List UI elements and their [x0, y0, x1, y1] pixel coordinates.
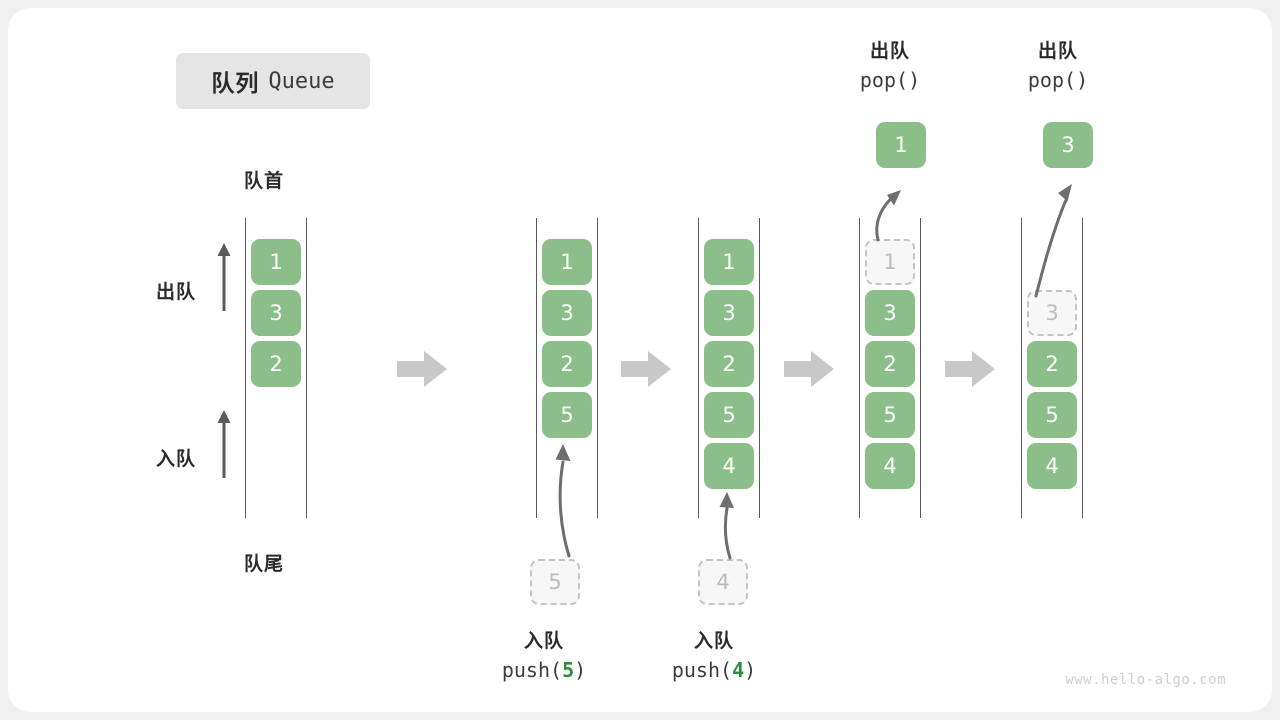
- queue-cell: 1: [251, 239, 301, 285]
- site-watermark: www.hello-algo.com: [1065, 672, 1226, 688]
- queue-rail-right: [597, 218, 598, 518]
- push-4-arg: 4: [732, 657, 745, 682]
- queue-cell: 5: [865, 392, 915, 438]
- queue-cells: 1 3 2 5 4: [704, 239, 754, 494]
- queue-cell-ghost: 3: [1027, 290, 1077, 336]
- pop-arrow-icon-1: [875, 190, 901, 242]
- dequeue-direction-arrow-icon: [217, 243, 231, 311]
- queue-cell: 4: [1027, 443, 1077, 489]
- pop-2-zh: 出队: [1037, 40, 1078, 62]
- queue-cell: 4: [865, 443, 915, 489]
- pending-push-cell-5: 5: [530, 559, 580, 605]
- push-4-fn: push(: [671, 657, 733, 682]
- queue-cell: 5: [704, 392, 754, 438]
- queue-rail-left: [1021, 218, 1022, 518]
- popped-value: 1: [894, 133, 908, 157]
- pending-push-cell-4: 4: [698, 559, 748, 605]
- title-en: Queue: [268, 68, 335, 94]
- push-arrow-icon-4: [719, 492, 734, 560]
- push-5-zh: 入队: [523, 630, 564, 652]
- queue-cell: 3: [704, 290, 754, 336]
- push-5-code: push(5): [454, 656, 634, 685]
- pop-1-fn: pop(: [859, 67, 909, 92]
- queue-rail-right: [920, 218, 921, 518]
- queue-column-after-push-4: 1 3 2 5 4: [698, 218, 760, 518]
- queue-head-label: 队首: [244, 170, 285, 192]
- step-arrow-icon-4: [945, 351, 995, 387]
- pop-2-code: pop(): [968, 66, 1148, 95]
- queue-cells: 1 3 2 5 4: [865, 239, 915, 494]
- enqueue-direction-label: 入队: [156, 448, 197, 470]
- queue-cells: 3 2 5 4: [1027, 239, 1077, 494]
- queue-cell: 2: [704, 341, 754, 387]
- pop-1-zh: 出队: [869, 40, 910, 62]
- queue-rail-right: [306, 218, 307, 518]
- queue-rail-right: [759, 218, 760, 518]
- push-4-close: ): [744, 657, 757, 682]
- queue-cell: 5: [542, 392, 592, 438]
- push-arrow-icon-5: [555, 444, 571, 558]
- queue-cells: 1 3 2 5: [542, 239, 592, 443]
- pop-2-close: ): [1076, 67, 1089, 92]
- push-4-code: push(4): [624, 656, 804, 685]
- queue-cell: 2: [865, 341, 915, 387]
- popped-value: 3: [1061, 133, 1075, 157]
- pop-2-fn: pop(: [1027, 67, 1077, 92]
- queue-rail-left: [859, 218, 860, 518]
- pop-1-close: ): [908, 67, 921, 92]
- queue-cell: 3: [251, 290, 301, 336]
- queue-rail-left: [698, 218, 699, 518]
- enqueue-direction-arrow-icon: [217, 410, 231, 478]
- title-zh: 队列: [211, 71, 260, 97]
- queue-column-after-push-5: 1 3 2 5: [536, 218, 598, 518]
- push-5-arg: 5: [562, 657, 575, 682]
- push-5-fn: push(: [501, 657, 563, 682]
- pop-2-caption: 出队 pop(): [968, 38, 1148, 95]
- dequeue-direction-label: 出队: [156, 281, 197, 303]
- push-5-caption: 入队 push(5): [454, 628, 634, 685]
- pending-push-value: 4: [716, 570, 730, 594]
- queue-cell: 5: [1027, 392, 1077, 438]
- queue-cell-ghost: 1: [865, 239, 915, 285]
- queue-cell: 3: [542, 290, 592, 336]
- queue-cell: 1: [704, 239, 754, 285]
- queue-cell: 2: [251, 341, 301, 387]
- queue-cell: 2: [1027, 341, 1077, 387]
- step-arrow-icon-1: [397, 351, 447, 387]
- queue-rail-right: [1082, 218, 1083, 518]
- push-4-zh: 入队: [693, 630, 734, 652]
- queue-cells: 1 3 2: [251, 239, 301, 392]
- push-4-caption: 入队 push(4): [624, 628, 804, 685]
- queue-column-initial: 1 3 2: [245, 218, 307, 518]
- queue-column-after-pop-3: 3 2 5 4: [1021, 218, 1083, 518]
- pop-arrow-icon-3: [1034, 184, 1072, 298]
- queue-rail-left: [536, 218, 537, 518]
- queue-cell: 4: [704, 443, 754, 489]
- diagram-card: 队列 Queue 队首 队尾 出队 入队 1 3 2: [8, 8, 1272, 712]
- pop-1-code: pop(): [800, 66, 980, 95]
- queue-column-after-pop-1: 1 3 2 5 4: [859, 218, 921, 518]
- step-arrow-icon-3: [784, 351, 834, 387]
- step-arrow-icon-2: [621, 351, 671, 387]
- queue-cell: 3: [865, 290, 915, 336]
- popped-cell-1: 1: [876, 122, 926, 168]
- push-5-close: ): [574, 657, 587, 682]
- queue-tail-label: 队尾: [244, 553, 285, 575]
- popped-cell-3: 3: [1043, 122, 1093, 168]
- pending-push-value: 5: [548, 570, 562, 594]
- queue-rail-left: [245, 218, 246, 518]
- queue-cell: 1: [542, 239, 592, 285]
- queue-cell: 2: [542, 341, 592, 387]
- pop-1-caption: 出队 pop(): [800, 38, 980, 95]
- diagram-title-chip: 队列 Queue: [176, 53, 370, 109]
